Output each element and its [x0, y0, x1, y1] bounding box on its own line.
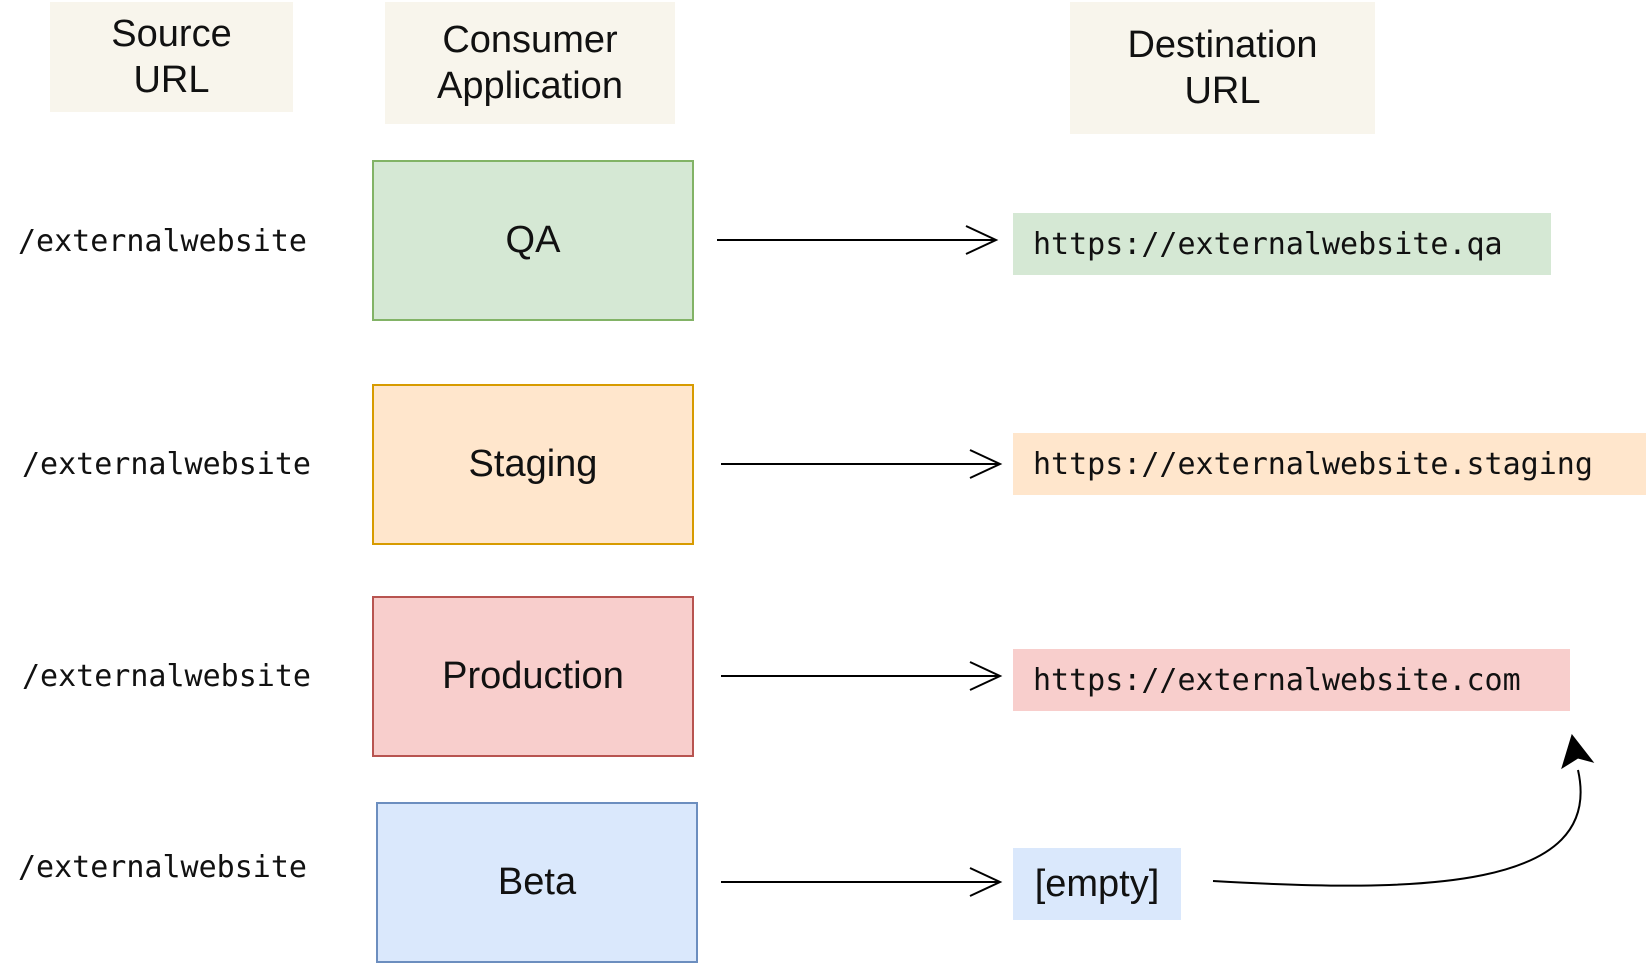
destination-url-staging: https://externalwebsite.staging: [1013, 433, 1646, 495]
arrow-beta-to-destination: [721, 867, 1003, 897]
app-box-production: Production: [372, 596, 694, 757]
app-box-qa: QA: [372, 160, 694, 321]
source-url-beta: /externalwebsite: [18, 850, 307, 885]
source-url-production: /externalwebsite: [22, 659, 311, 694]
fallback-arrow-head: [1561, 733, 1595, 770]
arrow-production-to-destination: [721, 661, 1003, 691]
arrow-qa-to-destination: [717, 225, 999, 255]
arrow-staging-to-destination: [721, 449, 1003, 479]
source-url-header: Source URL: [50, 2, 293, 112]
fallback-arrow-curve: [1212, 769, 1582, 887]
source-url-staging: /externalwebsite: [22, 447, 311, 482]
consumer-application-header: Consumer Application: [385, 2, 675, 124]
app-box-beta: Beta: [376, 802, 698, 963]
source-url-qa: /externalwebsite: [18, 224, 307, 259]
app-box-staging: Staging: [372, 384, 694, 545]
destination-empty-beta: [empty]: [1013, 848, 1181, 920]
destination-url-production: https://externalwebsite.com: [1013, 649, 1570, 711]
destination-url-qa: https://externalwebsite.qa: [1013, 213, 1551, 275]
destination-url-header: Destination URL: [1070, 2, 1375, 134]
